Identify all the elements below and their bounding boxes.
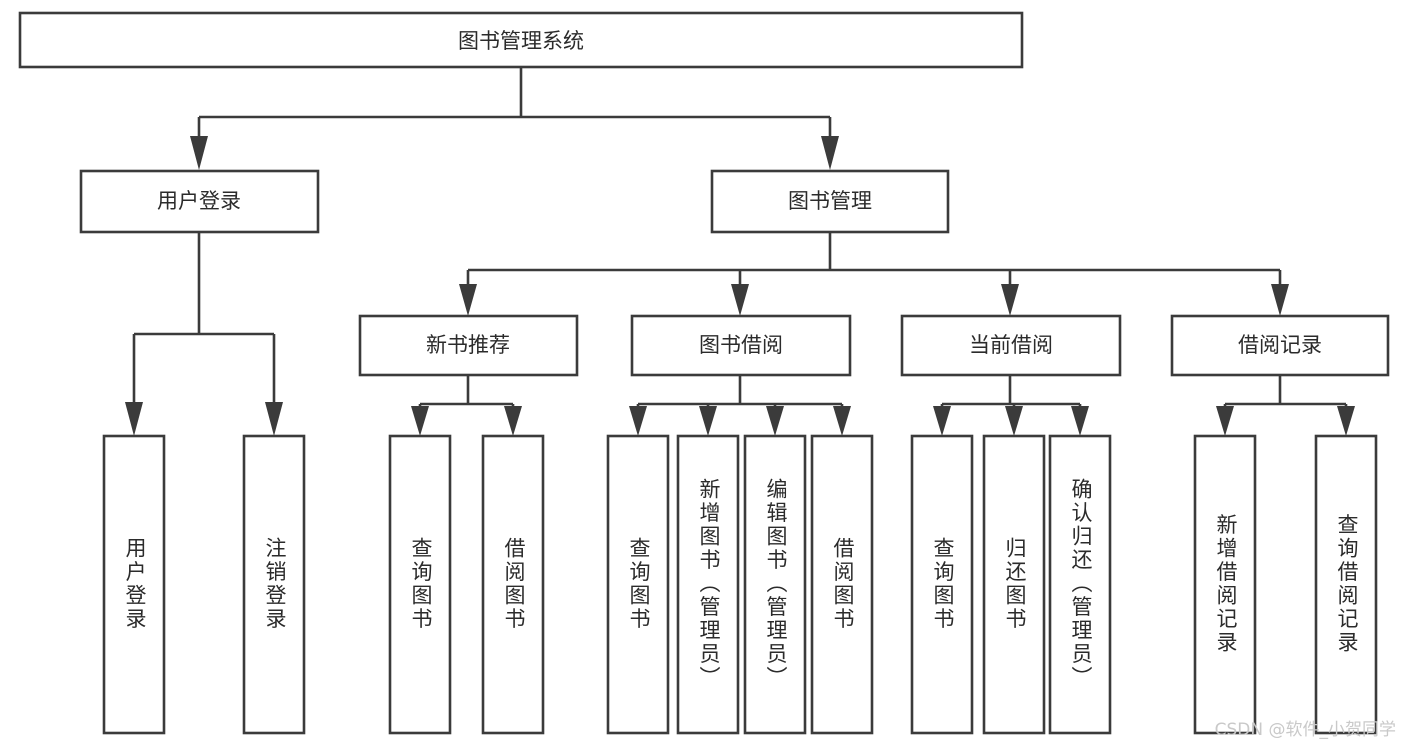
arrow-icon-book-borrow-leaf-2 <box>699 406 717 436</box>
arrow-icon-to-borrow-record <box>1271 284 1289 316</box>
node-new-book-recommend[interactable]: 新书推荐 <box>358 314 579 377</box>
arrow-icon-to-current-borrow <box>1001 284 1019 316</box>
leaf-book-borrow-1-label: 查询图书 <box>627 537 651 631</box>
leaf-book-borrow-2-label: 新增图书（管理员） <box>697 478 721 690</box>
leaf-user-login-1[interactable]: 用户登录 <box>102 434 166 735</box>
node-book-manage-label: 图书管理 <box>788 189 872 213</box>
leaf-user-login-1-box[interactable] <box>102 434 166 735</box>
arrow-icon-new-book-leaf-1 <box>411 406 429 436</box>
leaf-book-borrow-2-box[interactable] <box>676 434 740 735</box>
leaf-borrow-record-1-box[interactable] <box>1193 434 1257 735</box>
arrow-icon-current-borrow-leaf-2 <box>1005 406 1023 436</box>
leaf-book-borrow-3-box[interactable] <box>743 434 807 735</box>
leaf-borrow-record-2[interactable]: 查询借阅记录 <box>1314 434 1378 735</box>
node-current-borrow-box[interactable] <box>900 314 1122 377</box>
arrow-icon-book-borrow-leaf-3 <box>766 406 784 436</box>
node-book-borrow-box[interactable] <box>630 314 852 377</box>
leaf-current-borrow-3-box[interactable] <box>1048 434 1112 735</box>
leaf-current-borrow-1[interactable]: 查询图书 <box>910 434 974 735</box>
arrow-icon-borrow-record-leaf-2 <box>1337 406 1355 436</box>
leaf-new-book-1-box[interactable] <box>388 434 452 735</box>
leaf-book-borrow-3[interactable]: 编辑图书（管理员） <box>743 434 807 735</box>
leaf-book-borrow-3-label: 编辑图书（管理员） <box>764 478 788 690</box>
connector-layer <box>125 67 1355 436</box>
node-new-book-recommend-label: 新书推荐 <box>426 333 510 357</box>
leaf-new-book-1[interactable]: 查询图书 <box>388 434 452 735</box>
node-root[interactable]: 图书管理系统 <box>18 11 1024 69</box>
leaf-user-login-1-label: 用户登录 <box>123 537 147 631</box>
arrow-icon-to-new-book <box>459 284 477 316</box>
leaf-user-login-2-box[interactable] <box>242 434 306 735</box>
node-user-login-label: 用户登录 <box>157 189 241 213</box>
leaf-borrow-record-1-label: 新增借阅记录 <box>1214 514 1238 655</box>
node-user-login[interactable]: 用户登录 <box>79 169 320 234</box>
node-root-box[interactable] <box>18 11 1024 69</box>
leaf-book-borrow-1[interactable]: 查询图书 <box>606 434 670 735</box>
node-book-borrow[interactable]: 图书借阅 <box>630 314 852 377</box>
leaf-current-borrow-1-label: 查询图书 <box>931 537 955 631</box>
leaf-new-book-2-label: 借阅图书 <box>502 537 526 631</box>
node-current-borrow-label: 当前借阅 <box>969 333 1053 357</box>
leaf-user-login-2[interactable]: 注销登录 <box>242 434 306 735</box>
node-borrow-record-box[interactable] <box>1170 314 1390 377</box>
leaf-current-borrow-2[interactable]: 归还图书 <box>982 434 1046 735</box>
arrow-icon-borrow-record-leaf-1 <box>1216 406 1234 436</box>
arrow-icon-current-borrow-leaf-1 <box>933 406 951 436</box>
leaf-book-borrow-4-box[interactable] <box>810 434 874 735</box>
watermark-label: CSDN @软件_小贺同学 <box>1215 720 1396 740</box>
node-borrow-record-label: 借阅记录 <box>1238 333 1322 357</box>
arrow-icon-current-borrow-leaf-3 <box>1071 406 1089 436</box>
node-current-borrow[interactable]: 当前借阅 <box>900 314 1122 377</box>
leaf-book-borrow-1-box[interactable] <box>606 434 670 735</box>
leaf-borrow-record-1[interactable]: 新增借阅记录 <box>1193 434 1257 735</box>
leaf-borrow-record-2-label: 查询借阅记录 <box>1335 514 1359 655</box>
leaf-book-borrow-4-label: 借阅图书 <box>831 537 855 631</box>
leaf-new-book-2[interactable]: 借阅图书 <box>481 434 545 735</box>
arrow-icon-to-book-manage <box>821 136 839 170</box>
node-book-borrow-label: 图书借阅 <box>699 333 783 357</box>
leaf-new-book-1-label: 查询图书 <box>409 537 433 631</box>
node-new-book-recommend-box[interactable] <box>358 314 579 377</box>
leaf-book-borrow-2[interactable]: 新增图书（管理员） <box>676 434 740 735</box>
node-user-login-box[interactable] <box>79 169 320 234</box>
arrow-icon-user-login-leaf-2 <box>265 402 283 436</box>
node-borrow-record[interactable]: 借阅记录 <box>1170 314 1390 377</box>
node-book-manage[interactable]: 图书管理 <box>710 169 950 234</box>
leaf-current-borrow-3-label: 确认归还（管理员） <box>1069 478 1093 690</box>
node-book-manage-box[interactable] <box>710 169 950 234</box>
leaf-current-borrow-2-box[interactable] <box>982 434 1046 735</box>
arrow-icon-book-borrow-leaf-1 <box>629 406 647 436</box>
leaf-current-borrow-2-label: 归还图书 <box>1003 537 1027 631</box>
arrow-icon-to-user-login <box>190 136 208 170</box>
leaf-current-borrow-3[interactable]: 确认归还（管理员） <box>1048 434 1112 735</box>
leaf-current-borrow-1-box[interactable] <box>910 434 974 735</box>
leaf-user-login-2-label: 注销登录 <box>263 537 287 631</box>
arrow-icon-new-book-leaf-2 <box>504 406 522 436</box>
leaf-new-book-2-box[interactable] <box>481 434 545 735</box>
arrow-icon-to-book-borrow <box>731 284 749 316</box>
leaf-borrow-record-2-box[interactable] <box>1314 434 1378 735</box>
node-root-label: 图书管理系统 <box>458 29 584 53</box>
arrow-icon-user-login-leaf-1 <box>125 402 143 436</box>
arrow-icon-book-borrow-leaf-4 <box>833 406 851 436</box>
leaf-book-borrow-4[interactable]: 借阅图书 <box>810 434 874 735</box>
